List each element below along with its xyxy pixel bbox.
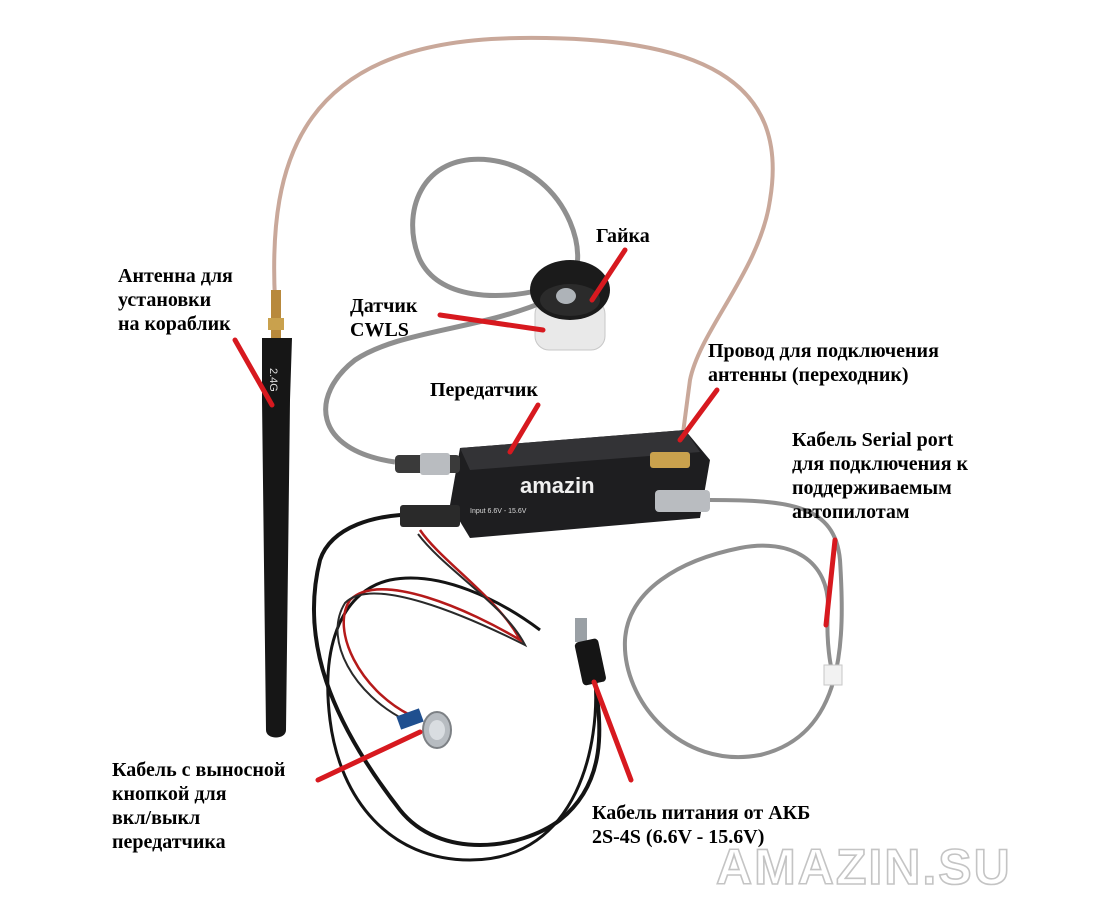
device-brand: amazin: [520, 473, 595, 498]
label-serial-cable-line: автопилотам: [792, 501, 910, 523]
label-button-cable-line: вкл/выкл: [112, 807, 201, 829]
sensor: [530, 260, 610, 351]
pointer-serial: [823, 537, 838, 628]
transmitter-device: amazin Input 6.6V - 15.6V: [395, 430, 710, 538]
label-serial-cable-line: Кабель Serial port: [792, 429, 954, 451]
label-sensor-line: CWLS: [350, 319, 409, 341]
pointer-antenna: [232, 337, 275, 408]
label-power-cable-line: Кабель питания от АКБ: [592, 802, 811, 824]
label-serial-cable: Кабель Serial port для подключения к под…: [792, 428, 968, 524]
label-button-cable: Кабель с выносной кнопкой для вкл/выкл п…: [112, 758, 285, 854]
pointer-lines: [232, 247, 838, 783]
pointer-sensor: [437, 312, 546, 333]
power-plug: [574, 618, 606, 686]
label-button-cable-line: кнопкой для: [112, 783, 227, 805]
serial-cable: [622, 498, 844, 759]
pointer-nut: [589, 247, 628, 303]
antenna: 2.4G: [262, 290, 292, 738]
label-antenna-line: установки: [118, 289, 212, 311]
black-button-wire: [336, 533, 528, 721]
device-input-label: Input 6.6V - 15.6V: [470, 508, 527, 515]
label-antenna-wire-line: Провод для подключения: [708, 340, 939, 362]
label-antenna: Антенна для установки на кораблик: [118, 264, 233, 336]
watermark: AMAZIN.SU: [715, 838, 1012, 896]
power-cable: [312, 512, 602, 847]
label-antenna-line: Антенна для: [118, 265, 233, 287]
power-cable-2: [326, 576, 598, 862]
serial-connector: [823, 664, 843, 686]
label-serial-cable-line: для подключения к: [792, 453, 969, 475]
pointer-transmitter: [507, 402, 541, 455]
label-antenna-line: на кораблик: [118, 313, 231, 335]
label-button-cable-line: Кабель с выносной: [112, 759, 286, 781]
label-serial-cable-line: поддерживаемым: [792, 477, 952, 499]
label-antenna-wire-line: антенны (переходник): [708, 364, 909, 386]
label-power-cable: Кабель питания от АКБ 2S-4S (6.6V - 15.6…: [592, 801, 810, 849]
pointer-antenna-wire: [677, 387, 720, 443]
coax-cable: [272, 35, 775, 459]
antenna-marking: 2.4G: [267, 368, 279, 392]
label-nut-line: Гайка: [596, 225, 650, 247]
red-wire: [342, 529, 524, 717]
label-sensor-line: Датчик: [350, 295, 418, 317]
power-button: [396, 708, 452, 749]
label-transmitter-line: Передатчик: [430, 379, 538, 401]
label-power-cable-line: 2S-4S (6.6V - 15.6V): [592, 826, 765, 848]
label-nut: Гайка: [596, 224, 650, 248]
pointer-button: [315, 729, 423, 783]
label-antenna-wire: Провод для подключения антенны (переходн…: [708, 339, 939, 387]
label-button-cable-line: передатчика: [112, 831, 226, 853]
pointer-power: [591, 679, 634, 783]
label-transmitter: Передатчик: [430, 378, 538, 402]
label-sensor: Датчик CWLS: [350, 294, 417, 342]
